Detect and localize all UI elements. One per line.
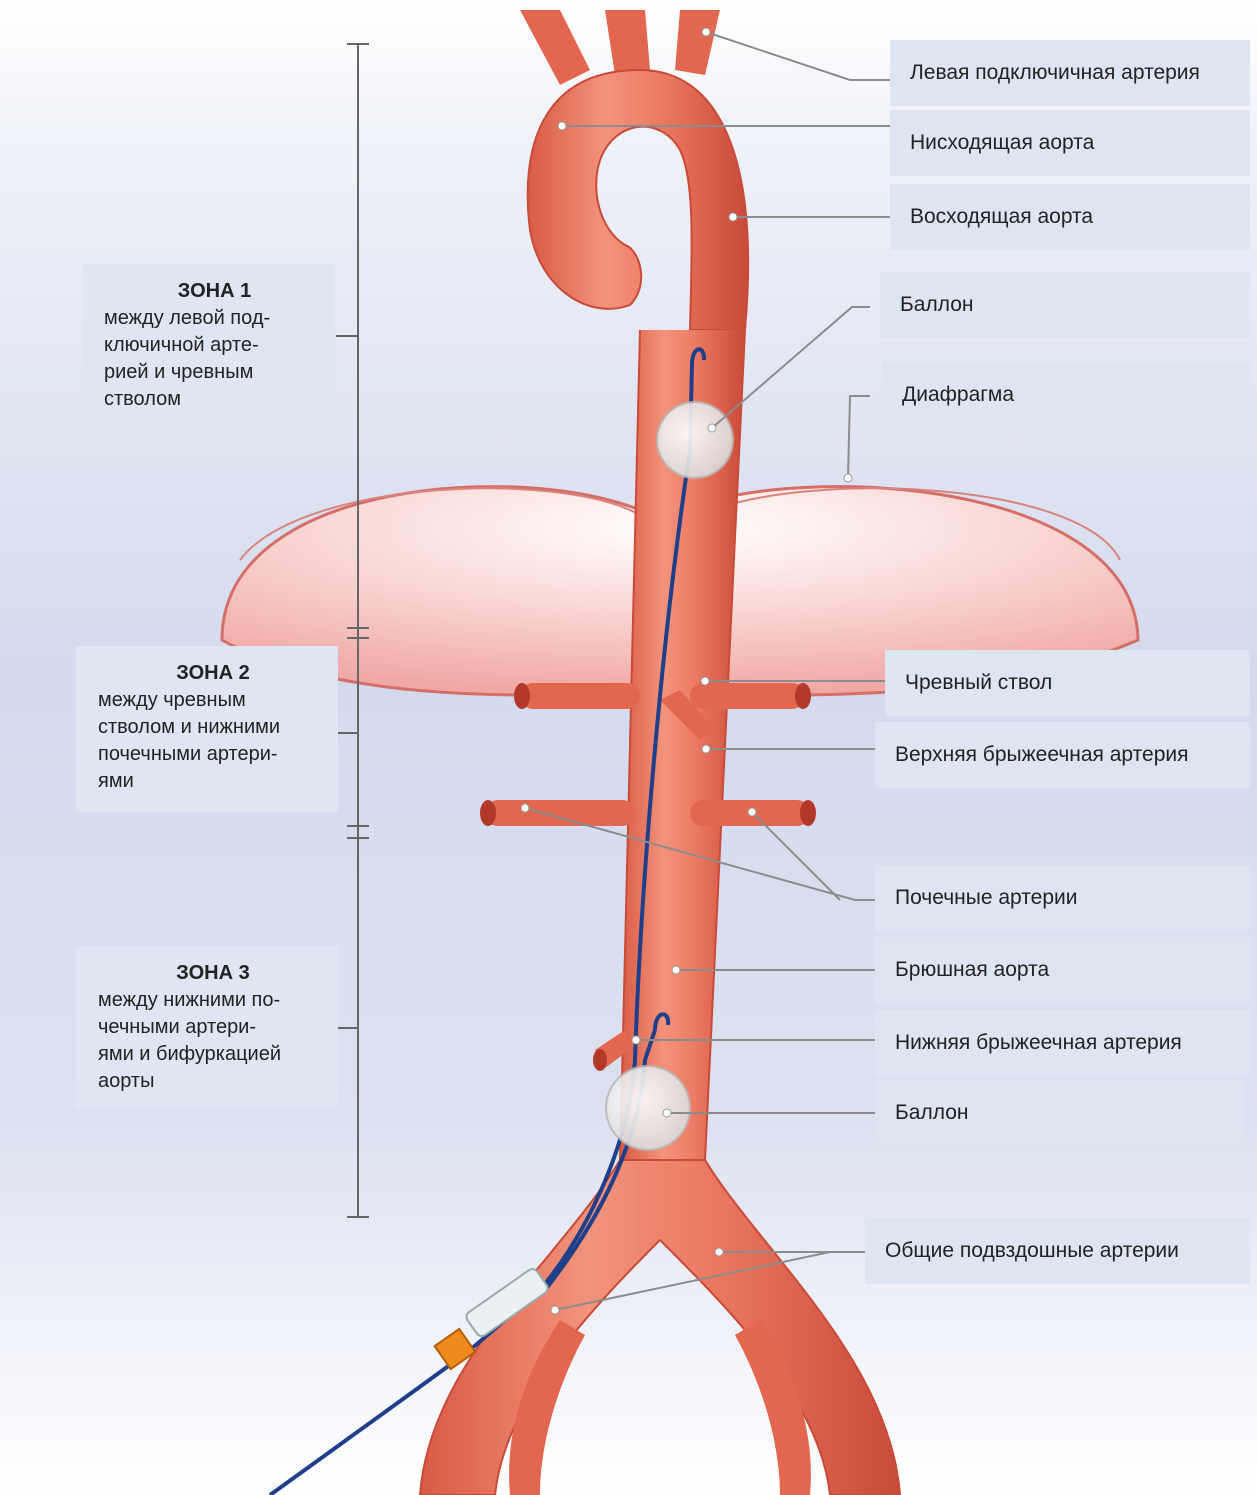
- label-common-iliac-arteries-text: Общие подвздошные артерии: [885, 1239, 1179, 1263]
- label-superior-mesenteric-artery: Верхняя брыжеечная артерия: [875, 722, 1250, 788]
- label-inferior-mesenteric-artery-text: Нижняя брыжеечная артерия: [895, 1031, 1182, 1055]
- balloon-upper-shape: [657, 402, 733, 478]
- label-diaphragm-text: Диафрагма: [902, 383, 1014, 407]
- zone-2-title: ЗОНА 2: [98, 660, 328, 687]
- label-descending-aorta-text: Нисходящая аорта: [910, 131, 1094, 155]
- label-renal-arteries-text: Почечные артерии: [895, 886, 1077, 910]
- label-abdominal-aorta: Брюшная аорта: [875, 937, 1250, 1003]
- zone-1-title: ЗОНА 1: [104, 278, 325, 305]
- label-celiac-trunk-text: Чревный ствол: [905, 671, 1052, 695]
- label-abdominal-aorta-text: Брюшная аорта: [895, 958, 1049, 982]
- zone-3-description: между нижними по- чечными артери- ями и …: [98, 987, 328, 1095]
- label-balloon-upper-text: Баллон: [900, 293, 973, 317]
- label-inferior-mesenteric-artery: Нижняя брыжеечная артерия: [875, 1010, 1250, 1076]
- label-balloon-lower-text: Баллон: [895, 1101, 968, 1125]
- zone-2-box: ЗОНА 2 между чревным стволом и нижними п…: [76, 646, 338, 812]
- balloon-lower-shape: [606, 1066, 690, 1150]
- label-left-subclavian-artery-text: Левая подключичная артерия: [910, 61, 1200, 85]
- label-left-subclavian-artery: Левая подключичная артерия: [890, 40, 1250, 106]
- label-balloon-lower: Баллон: [875, 1080, 1245, 1146]
- zone-1-description: между левой под- ключичной арте- рией и …: [104, 305, 325, 413]
- label-superior-mesenteric-artery-text: Верхняя брыжеечная артерия: [895, 743, 1188, 767]
- label-descending-aorta: Нисходящая аорта: [890, 110, 1250, 176]
- zone-3-box: ЗОНА 3 между нижними по- чечными артери-…: [76, 946, 338, 1108]
- zone-2-description: между чревным стволом и нижними почечным…: [98, 687, 328, 795]
- zone-3-title: ЗОНА 3: [98, 960, 328, 987]
- label-diaphragm: Диафрагма: [882, 362, 1250, 428]
- label-common-iliac-arteries: Общие подвздошные артерии: [865, 1218, 1250, 1284]
- label-balloon-upper: Баллон: [880, 272, 1250, 338]
- label-renal-arteries: Почечные артерии: [875, 865, 1250, 931]
- label-celiac-trunk: Чревный ствол: [885, 650, 1250, 716]
- label-ascending-aorta-text: Восходящая аорта: [910, 205, 1093, 229]
- label-ascending-aorta: Восходящая аорта: [890, 184, 1250, 250]
- zone-1-box: ЗОНА 1 между левой под- ключичной арте- …: [82, 264, 335, 427]
